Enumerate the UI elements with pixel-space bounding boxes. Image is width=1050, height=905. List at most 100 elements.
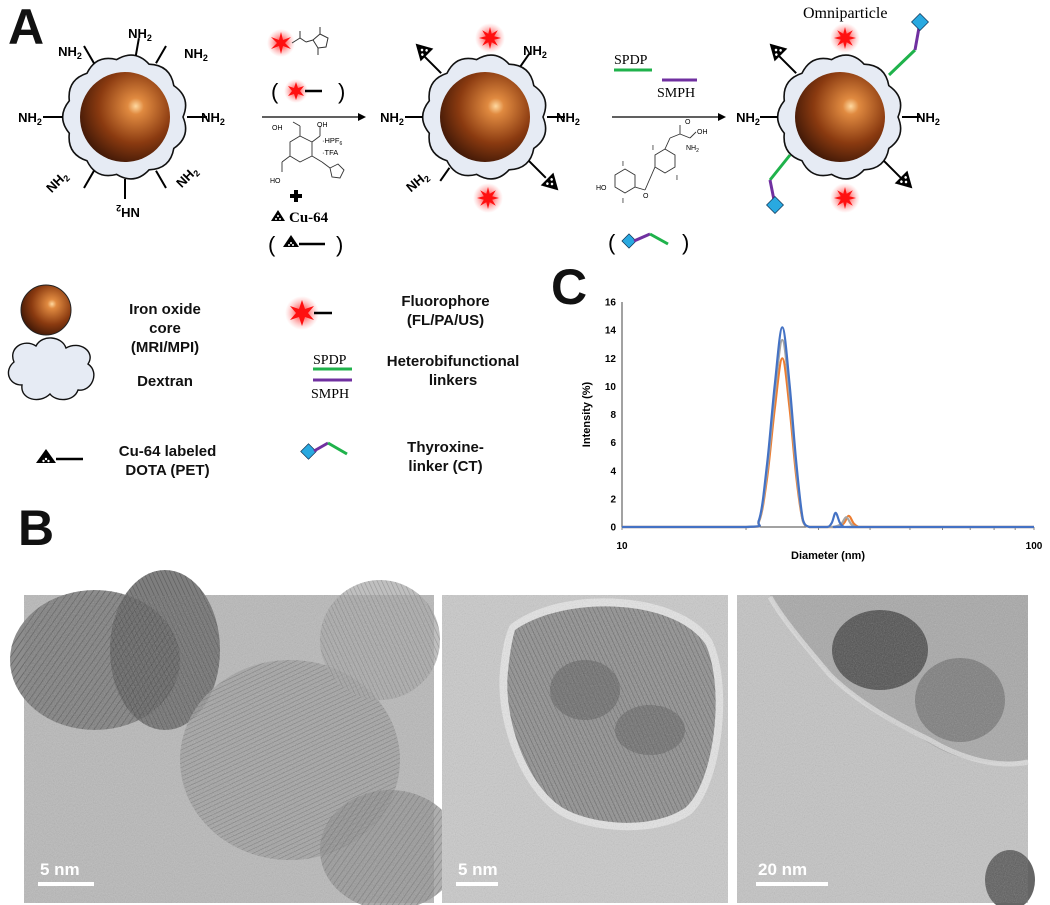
y-tick-label: 12 (605, 354, 617, 365)
bracket-close-1: ) (338, 79, 345, 104)
scalebar-2 (456, 882, 498, 886)
y-axis-label: Intensity (%) (581, 381, 593, 447)
panel-label-b: B (18, 500, 55, 556)
legend-thyrox-text: Thyroxine- linker (CT) (388, 438, 503, 476)
smph-label: SMPH (657, 86, 695, 101)
thyroxine-structure (614, 125, 697, 194)
dota-oh-2: OH (317, 122, 328, 129)
tem-image-3 (737, 595, 1035, 905)
amine-label: NH2 (916, 110, 940, 127)
legend-core-line2: core (149, 320, 181, 337)
amine-label: NH2 (116, 203, 140, 220)
scalebar-3 (756, 882, 828, 886)
amine-label: NH2 (173, 163, 202, 192)
thyroxine-ho: HO (596, 185, 607, 192)
x-tick-label: 10 (616, 541, 628, 552)
iron-oxide-core (440, 72, 530, 162)
series-line-0 (622, 357, 1034, 529)
bracket-close-3: ) (682, 230, 689, 255)
amine-label: NH2 (523, 43, 547, 60)
series-line-2 (622, 326, 1034, 529)
omniparticle-label: Omniparticle (803, 5, 887, 22)
amine-label: NH2 (736, 110, 760, 127)
amine-label: NH2 (380, 110, 404, 127)
tem-image-1 (10, 570, 460, 905)
legend-fluor-line1: Fluorophore (401, 293, 490, 310)
legend-thyrox-line2: linker (CT) (408, 458, 483, 475)
legend-dota-icon (36, 449, 83, 463)
legend-core-text: Iron oxide core (MRI/MPI) (120, 300, 210, 357)
y-tick-label: 2 (610, 494, 616, 505)
legend-hetero-line1: Heterobifunctional (386, 353, 520, 370)
dota-tfa: ·TFA (322, 148, 338, 157)
scalebar-label-2: 5 nm (458, 860, 498, 879)
legend-dota-line1: Cu-64 labeled (118, 443, 217, 460)
y-tick-label: 6 (610, 438, 616, 449)
legend-dextran-icon (7, 337, 95, 401)
y-tick-label: 0 (610, 523, 616, 534)
amine-label: NH2 (43, 168, 72, 197)
amine-label: NH2 (128, 26, 152, 43)
bracket-open-3: ( (608, 230, 616, 255)
thyroxine-nh2: NH2 (686, 145, 699, 154)
thyroxine-linker-bracket-icon (621, 232, 669, 249)
amine-label: NH2 (556, 110, 580, 127)
legend-dextran-text: Dextran (137, 373, 193, 390)
amine-label: NH2 (58, 44, 82, 61)
amine-label: NH2 (18, 110, 42, 127)
iron-oxide-core (80, 72, 170, 162)
scalebar-label-3: 20 nm (758, 860, 808, 879)
amine-label: NH2 (184, 46, 208, 63)
panel-label-a: A (8, 0, 45, 55)
fluorophore-bracket-icon (284, 79, 322, 103)
scalebar-label-1: 5 nm (40, 860, 80, 879)
fluorophore-nhs-reagent (267, 27, 329, 57)
thyroxine-linker (887, 13, 929, 77)
cu64-triangle-icon (271, 210, 285, 221)
y-tick-label: 10 (605, 382, 617, 393)
tem-image-2 (442, 595, 728, 903)
reaction-arrow-1-head (358, 113, 366, 121)
y-tick-label: 14 (605, 326, 617, 337)
legend-core-line3: (MRI/MPI) (130, 339, 200, 356)
bracket-open-2: ( (268, 232, 276, 257)
nanoparticle-3: NH2 NH2 (736, 13, 940, 214)
bracket-open-1: ( (271, 79, 279, 104)
thyroxine-i-4: I (676, 175, 678, 182)
legend-fluor-text: Fluorophore (FL/PA/US) (388, 292, 503, 330)
legend-thyrox-line1: Thyroxine- (407, 439, 484, 456)
thyroxine-i-2: I (622, 198, 624, 205)
cu64-label: Cu-64 (289, 210, 329, 226)
x-tick-label: 100 (1026, 541, 1043, 552)
plus-icon (290, 190, 302, 202)
series-line-1 (622, 338, 1034, 529)
y-tick-label: 4 (610, 466, 616, 477)
thyroxine-o-ether: O (643, 193, 649, 200)
legend-core-line1: Iron oxide (129, 301, 201, 318)
legend-dota-text: Cu-64 labeled DOTA (PET) (110, 442, 225, 480)
thyroxine-i-1: I (622, 161, 624, 168)
panel-label-c: C (551, 259, 588, 315)
dota-oh-1: OH (272, 125, 283, 132)
y-tick-label: 16 (605, 298, 617, 309)
thyroxine-o: O (685, 119, 691, 126)
y-tick-label: 8 (610, 410, 616, 421)
thyroxine-linker (766, 154, 792, 214)
thyroxine-oh: OH (697, 129, 708, 136)
legend-smph-label: SMPH (311, 387, 349, 402)
legend-hetero-text: Heterobifunctional linkers (378, 352, 528, 390)
amine-label: NH2 (403, 168, 432, 196)
x-axis-label: Diameter (nm) (791, 550, 865, 562)
amine-label: NH2 (201, 110, 225, 127)
legend-core-icon (20, 284, 72, 336)
legend-dota-line2: DOTA (PET) (125, 462, 210, 479)
dota-hpf6: ·HPF6 (322, 136, 343, 147)
bracket-close-2: ) (336, 232, 343, 257)
legend-spdp-label: SPDP (313, 353, 347, 368)
dota-ho: HO (270, 178, 281, 185)
thyroxine-i-3: I (652, 145, 654, 152)
legend-fluorophore-icon (285, 296, 332, 330)
